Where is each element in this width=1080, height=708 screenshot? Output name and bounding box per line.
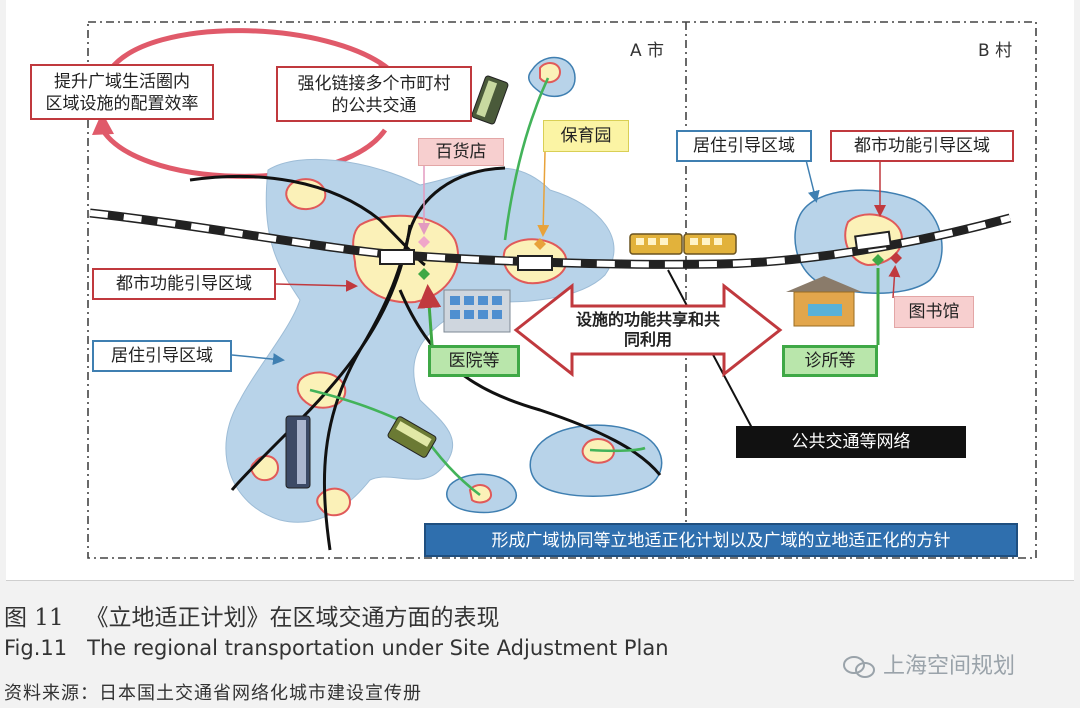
source-line: 资料来源：日本国土交通省网络化城市建设宣传册 <box>4 683 422 704</box>
station-a-east <box>517 255 553 271</box>
transit-network-label: 公共交通等网络 <box>736 426 966 458</box>
branch-route <box>503 77 550 241</box>
caption-cn-number: 图 11 <box>4 605 64 631</box>
station-b <box>854 230 892 252</box>
urban-zone-b-label: 都市功能引导区域 <box>830 130 1014 162</box>
cycle-arrow-head <box>92 112 114 135</box>
hospital-label: 医院等 <box>428 345 520 377</box>
bus-icon <box>471 75 509 125</box>
region-tag-b-village: B 村 <box>978 41 1013 61</box>
residential-zone-a-label: 居住引导区域 <box>92 340 232 372</box>
department-store-label: 百货店 <box>418 138 504 166</box>
watermark: 上海空间规划 <box>842 648 1015 680</box>
wechat-icon <box>843 656 875 678</box>
residential-zone-a-leader <box>231 353 285 366</box>
local-center <box>468 484 492 504</box>
nursery-marker <box>534 238 546 250</box>
hospital-building-icon <box>443 289 511 333</box>
caption-en: Fig.11 The regional transportation under… <box>4 636 669 660</box>
watermark-text: 上海空间规划 <box>883 654 1016 679</box>
caption-cn: 图 11 《立地适正计划》在区域交通方面的表现 <box>4 598 500 632</box>
local-center <box>539 62 562 84</box>
region-tag-a-city: A 市 <box>630 41 665 61</box>
caption-cn-title: 《立地适正计划》在区域交通方面的表现 <box>85 605 500 631</box>
library-leader <box>888 265 901 299</box>
caption-en-number: Fig.11 <box>4 636 68 660</box>
policy-banner: 形成广域协同等立地适正化计划以及广域的立地适正化的方针 <box>424 523 1018 557</box>
dept-store-marker <box>418 236 430 248</box>
sharing-double-arrow <box>513 282 783 378</box>
clinic-label: 诊所等 <box>782 345 878 377</box>
boundary-overall <box>87 21 1037 559</box>
library-label: 图书馆 <box>894 296 974 328</box>
bus-icon <box>285 415 311 489</box>
sharing-label: 设施的功能共享和共 同利用 <box>575 310 720 349</box>
urban-zone-a-label: 都市功能引导区域 <box>92 268 276 300</box>
nursery-leader <box>537 151 550 237</box>
clinic-building-icon <box>786 276 862 327</box>
urban-zone-a-leader <box>275 279 358 292</box>
goal-transit-label: 强化链接多个市町村 的公共交通 <box>276 66 472 122</box>
residential-zone-b-label: 居住引导区域 <box>676 130 812 162</box>
station-a-main <box>379 249 415 265</box>
caption-en-title: The regional transportation under Site A… <box>87 636 669 660</box>
clinic-marker <box>872 254 884 266</box>
goal-efficiency-label: 提升广域生活圈内 区域设施的配置效率 <box>30 64 214 120</box>
nursery-label: 保育园 <box>543 120 629 152</box>
branch-route <box>589 446 646 453</box>
bus-icon <box>387 416 437 458</box>
local-center <box>316 487 352 517</box>
road <box>322 166 506 551</box>
road <box>230 224 412 491</box>
hospital-leader <box>417 284 442 346</box>
hospital-marker <box>418 268 430 280</box>
train-icon <box>629 233 737 255</box>
cycle-arrow-top <box>107 28 392 72</box>
residential-zone-b-leader <box>805 159 820 203</box>
transport-diagram <box>87 21 1037 559</box>
library-marker <box>890 252 902 264</box>
